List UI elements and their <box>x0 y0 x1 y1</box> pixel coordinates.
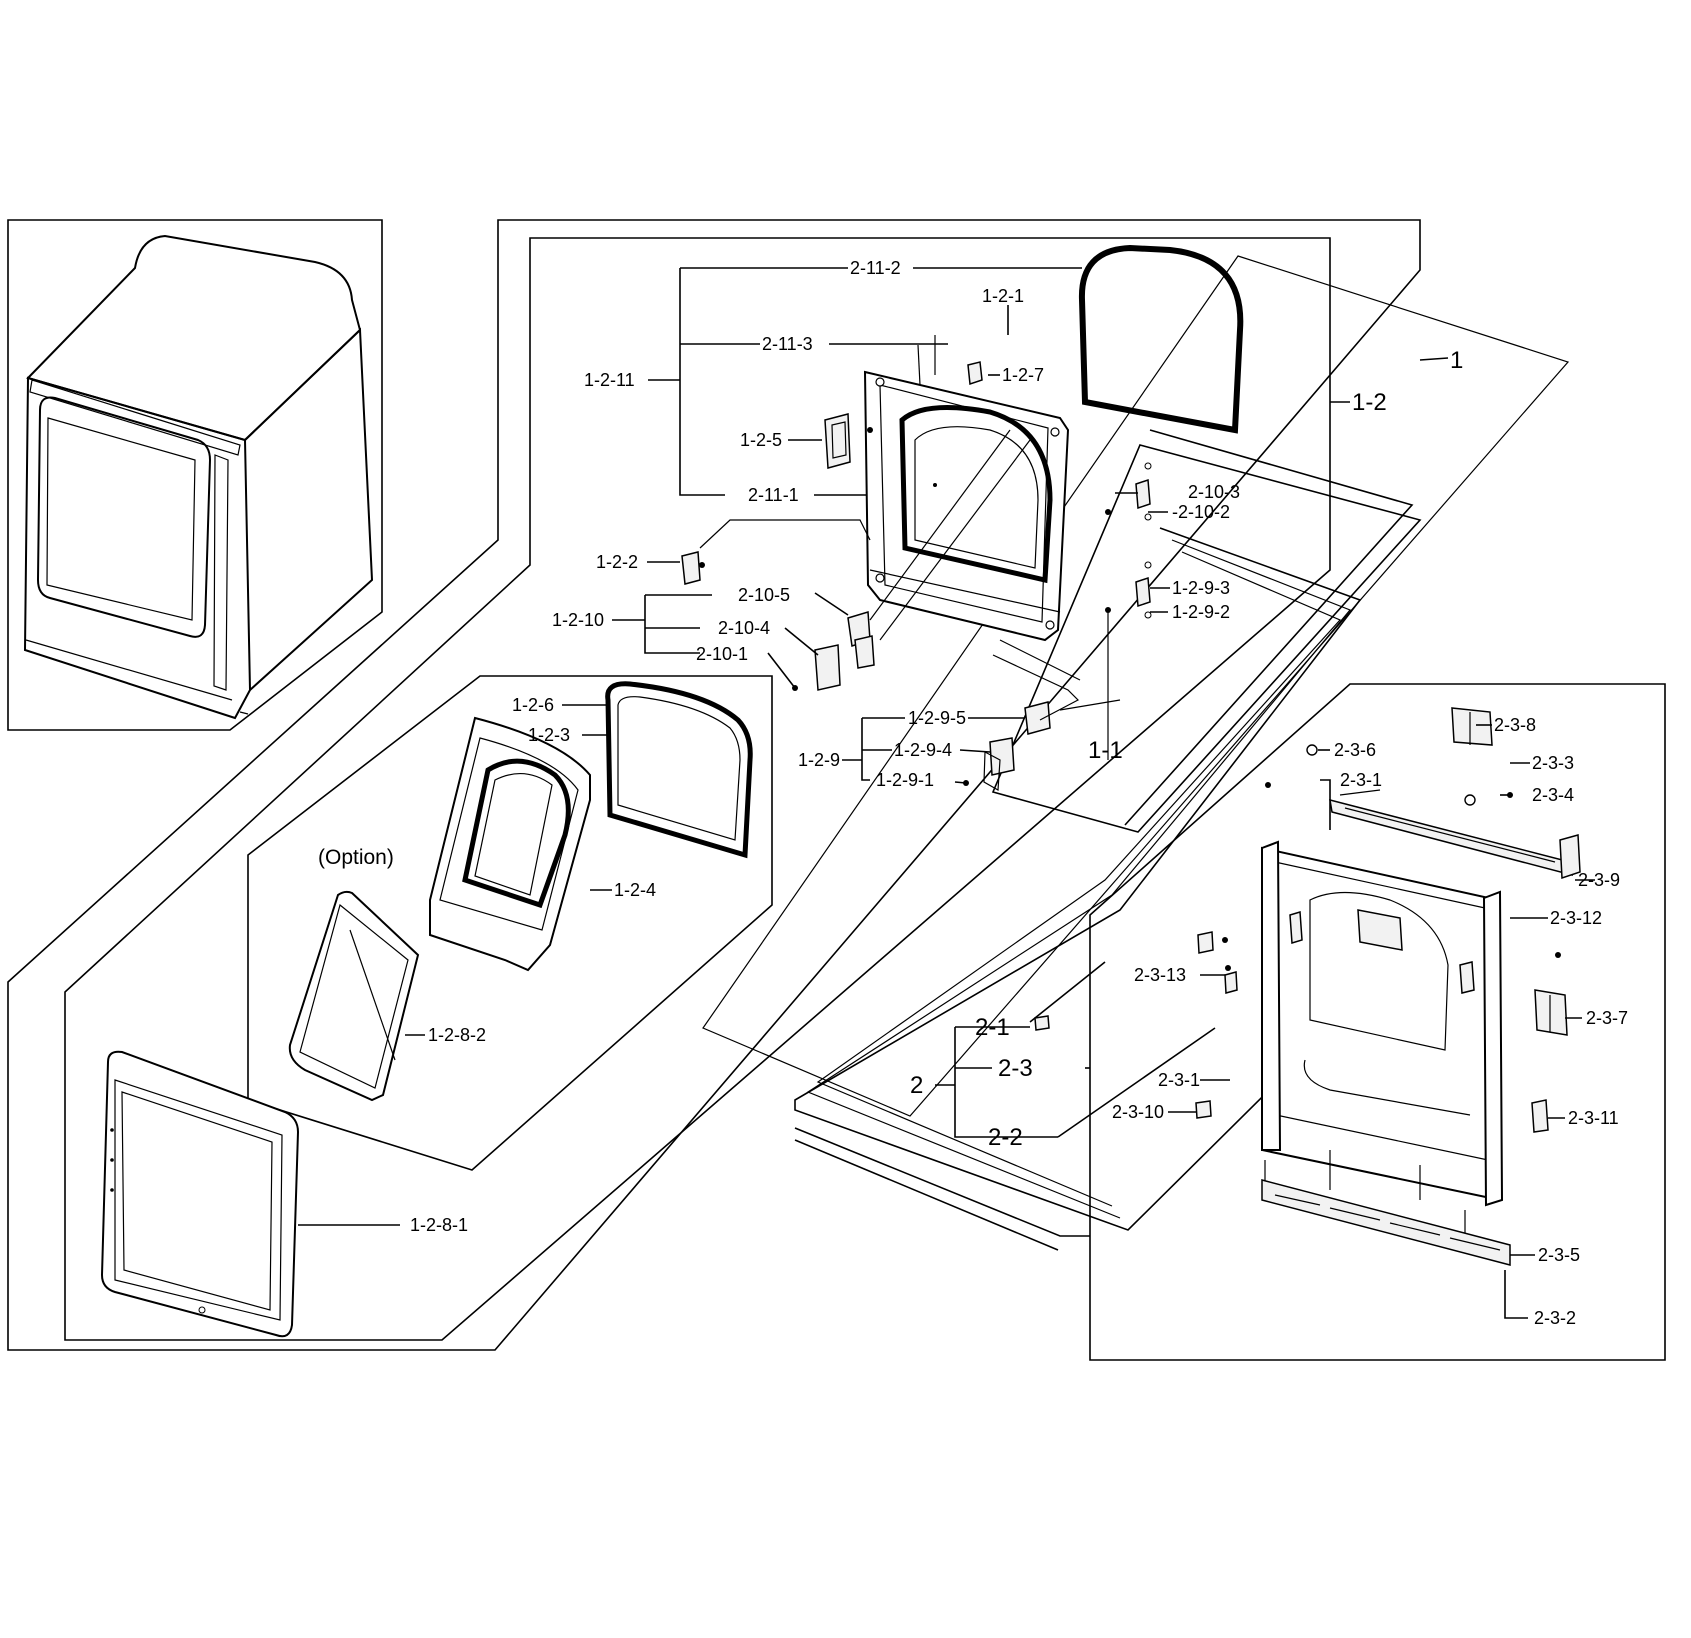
assembly-plane-2-3 <box>794 699 1121 1251</box>
door-bracket <box>917 335 983 386</box>
label-1-2-9-2: 1-2-9-2 <box>1172 602 1230 622</box>
cabinet-clip <box>1195 1100 1212 1119</box>
option-door-cover <box>288 890 420 1102</box>
leader-lines <box>298 267 1595 1319</box>
label-1-1: 1-1 <box>1088 737 1123 764</box>
label-2: 2 <box>910 1072 923 1099</box>
label-2-10-2: -2-10-2 <box>1172 502 1230 522</box>
dryer-overview-illustration <box>23 234 374 720</box>
label-1-2: 1-2 <box>1352 389 1387 416</box>
hinge-cluster-left <box>792 429 1031 691</box>
door-glass-gasket <box>605 681 753 859</box>
assembly-frame-1 <box>7 219 1421 1351</box>
label-2-10-5: 2-10-5 <box>738 585 790 605</box>
cabinet-hinge-top <box>1451 707 1493 746</box>
label-2-11-1: 2-11-1 <box>748 485 799 505</box>
label-1-2-8-2: 1-2-8-2 <box>428 1025 486 1045</box>
label-1-2-11: 1-2-11 <box>584 370 635 390</box>
cabinet-hinge-side <box>1534 989 1568 1036</box>
assembly-plane-2 <box>794 527 1362 1231</box>
label-1-2-10: 1-2-10 <box>552 610 604 630</box>
label-2-3-3: 2-3-3 <box>1532 753 1574 773</box>
hinge-assembly-1-2-9 <box>963 639 1081 791</box>
label-1-2-4: 1-2-4 <box>614 880 656 900</box>
label-2-3: 2-3 <box>998 1055 1033 1082</box>
label-1: 1 <box>1450 347 1463 374</box>
label-2-10-4: 2-10-4 <box>718 618 770 638</box>
inner-door-frame <box>863 370 1070 642</box>
label-2-2: 2-2 <box>988 1124 1023 1151</box>
assembly-plane-1 <box>702 255 1570 1117</box>
label-2-11-2: 2-11-2 <box>850 258 901 278</box>
part-labels: 2-11-2 1-2-1 2-11-3 1-2-7 1-2-11 1-2-5 2… <box>318 258 1628 1328</box>
cabinet-side-hinge <box>1559 834 1581 880</box>
label-2-10-1: 2-10-1 <box>696 644 748 664</box>
label-1-2-6: 1-2-6 <box>512 695 554 715</box>
label-2-3-2: 2-3-2 <box>1534 1308 1576 1328</box>
label-2-10-3: 2-10-3 <box>1188 482 1240 502</box>
label-1-2-2: 1-2-2 <box>596 552 638 572</box>
label-2-3-11: 2-3-11 <box>1568 1108 1619 1128</box>
label-1-2-9-5: 1-2-9-5 <box>908 708 966 728</box>
label-1-2-8-1: 1-2-8-1 <box>410 1215 468 1235</box>
label-option: (Option) <box>318 846 394 869</box>
hinge-right-lower <box>1105 561 1152 760</box>
label-1-2-7: 1-2-7 <box>1002 365 1044 385</box>
label-1-2-5: 1-2-5 <box>740 430 782 450</box>
cabinet-assembly-frame <box>1089 683 1666 1361</box>
label-1-2-1: 1-2-1 <box>982 286 1024 306</box>
label-2-3-7: 2-3-7 <box>1586 1008 1628 1028</box>
label-2-3-1-top: 2-3-1 <box>1340 770 1382 790</box>
label-2-3-13: 2-3-13 <box>1134 965 1186 985</box>
label-1-2-9-3: 1-2-9-3 <box>1172 578 1230 598</box>
front-cabinet-panel <box>1261 840 1504 1241</box>
assembly-plane-1-2 <box>991 429 1422 833</box>
cabinet-small-plate <box>1531 1099 1549 1133</box>
label-1-2-9-4: 1-2-9-4 <box>894 740 952 760</box>
cabinet-bottom-rail <box>1261 1179 1511 1266</box>
label-2-1: 2-1 <box>975 1014 1010 1041</box>
label-2-3-5: 2-3-5 <box>1538 1245 1580 1265</box>
door-gasket <box>1078 244 1244 434</box>
label-1-2-9: 1-2-9 <box>798 750 840 770</box>
door-inner-panel <box>429 716 591 972</box>
label-2-3-10: 2-3-10 <box>1112 1102 1164 1122</box>
assembly-frame-1-2 <box>64 237 1331 1341</box>
label-1-2-3: 1-2-3 <box>528 725 570 745</box>
label-2-11-3: 2-11-3 <box>762 334 813 354</box>
door-hinge-lower <box>681 519 871 585</box>
door-outer-panel <box>100 1050 300 1338</box>
option-panel-frame <box>247 675 773 1171</box>
label-2-3-6: 2-3-6 <box>1334 740 1376 760</box>
hinge-right-upper <box>1105 462 1152 521</box>
label-2-3-8: 2-3-8 <box>1494 715 1536 735</box>
label-2-3-12: 2-3-12 <box>1550 908 1602 928</box>
label-2-3-9: 2-3-9 <box>1578 870 1620 890</box>
label-1-2-9-1: 1-2-9-1 <box>876 770 934 790</box>
label-2-3-1-bottom: 2-3-1 <box>1158 1070 1200 1090</box>
door-hinge <box>824 413 873 469</box>
cabinet-small-parts <box>1034 744 1561 1031</box>
label-2-3-4: 2-3-4 <box>1532 785 1574 805</box>
overview-inset <box>7 219 383 731</box>
